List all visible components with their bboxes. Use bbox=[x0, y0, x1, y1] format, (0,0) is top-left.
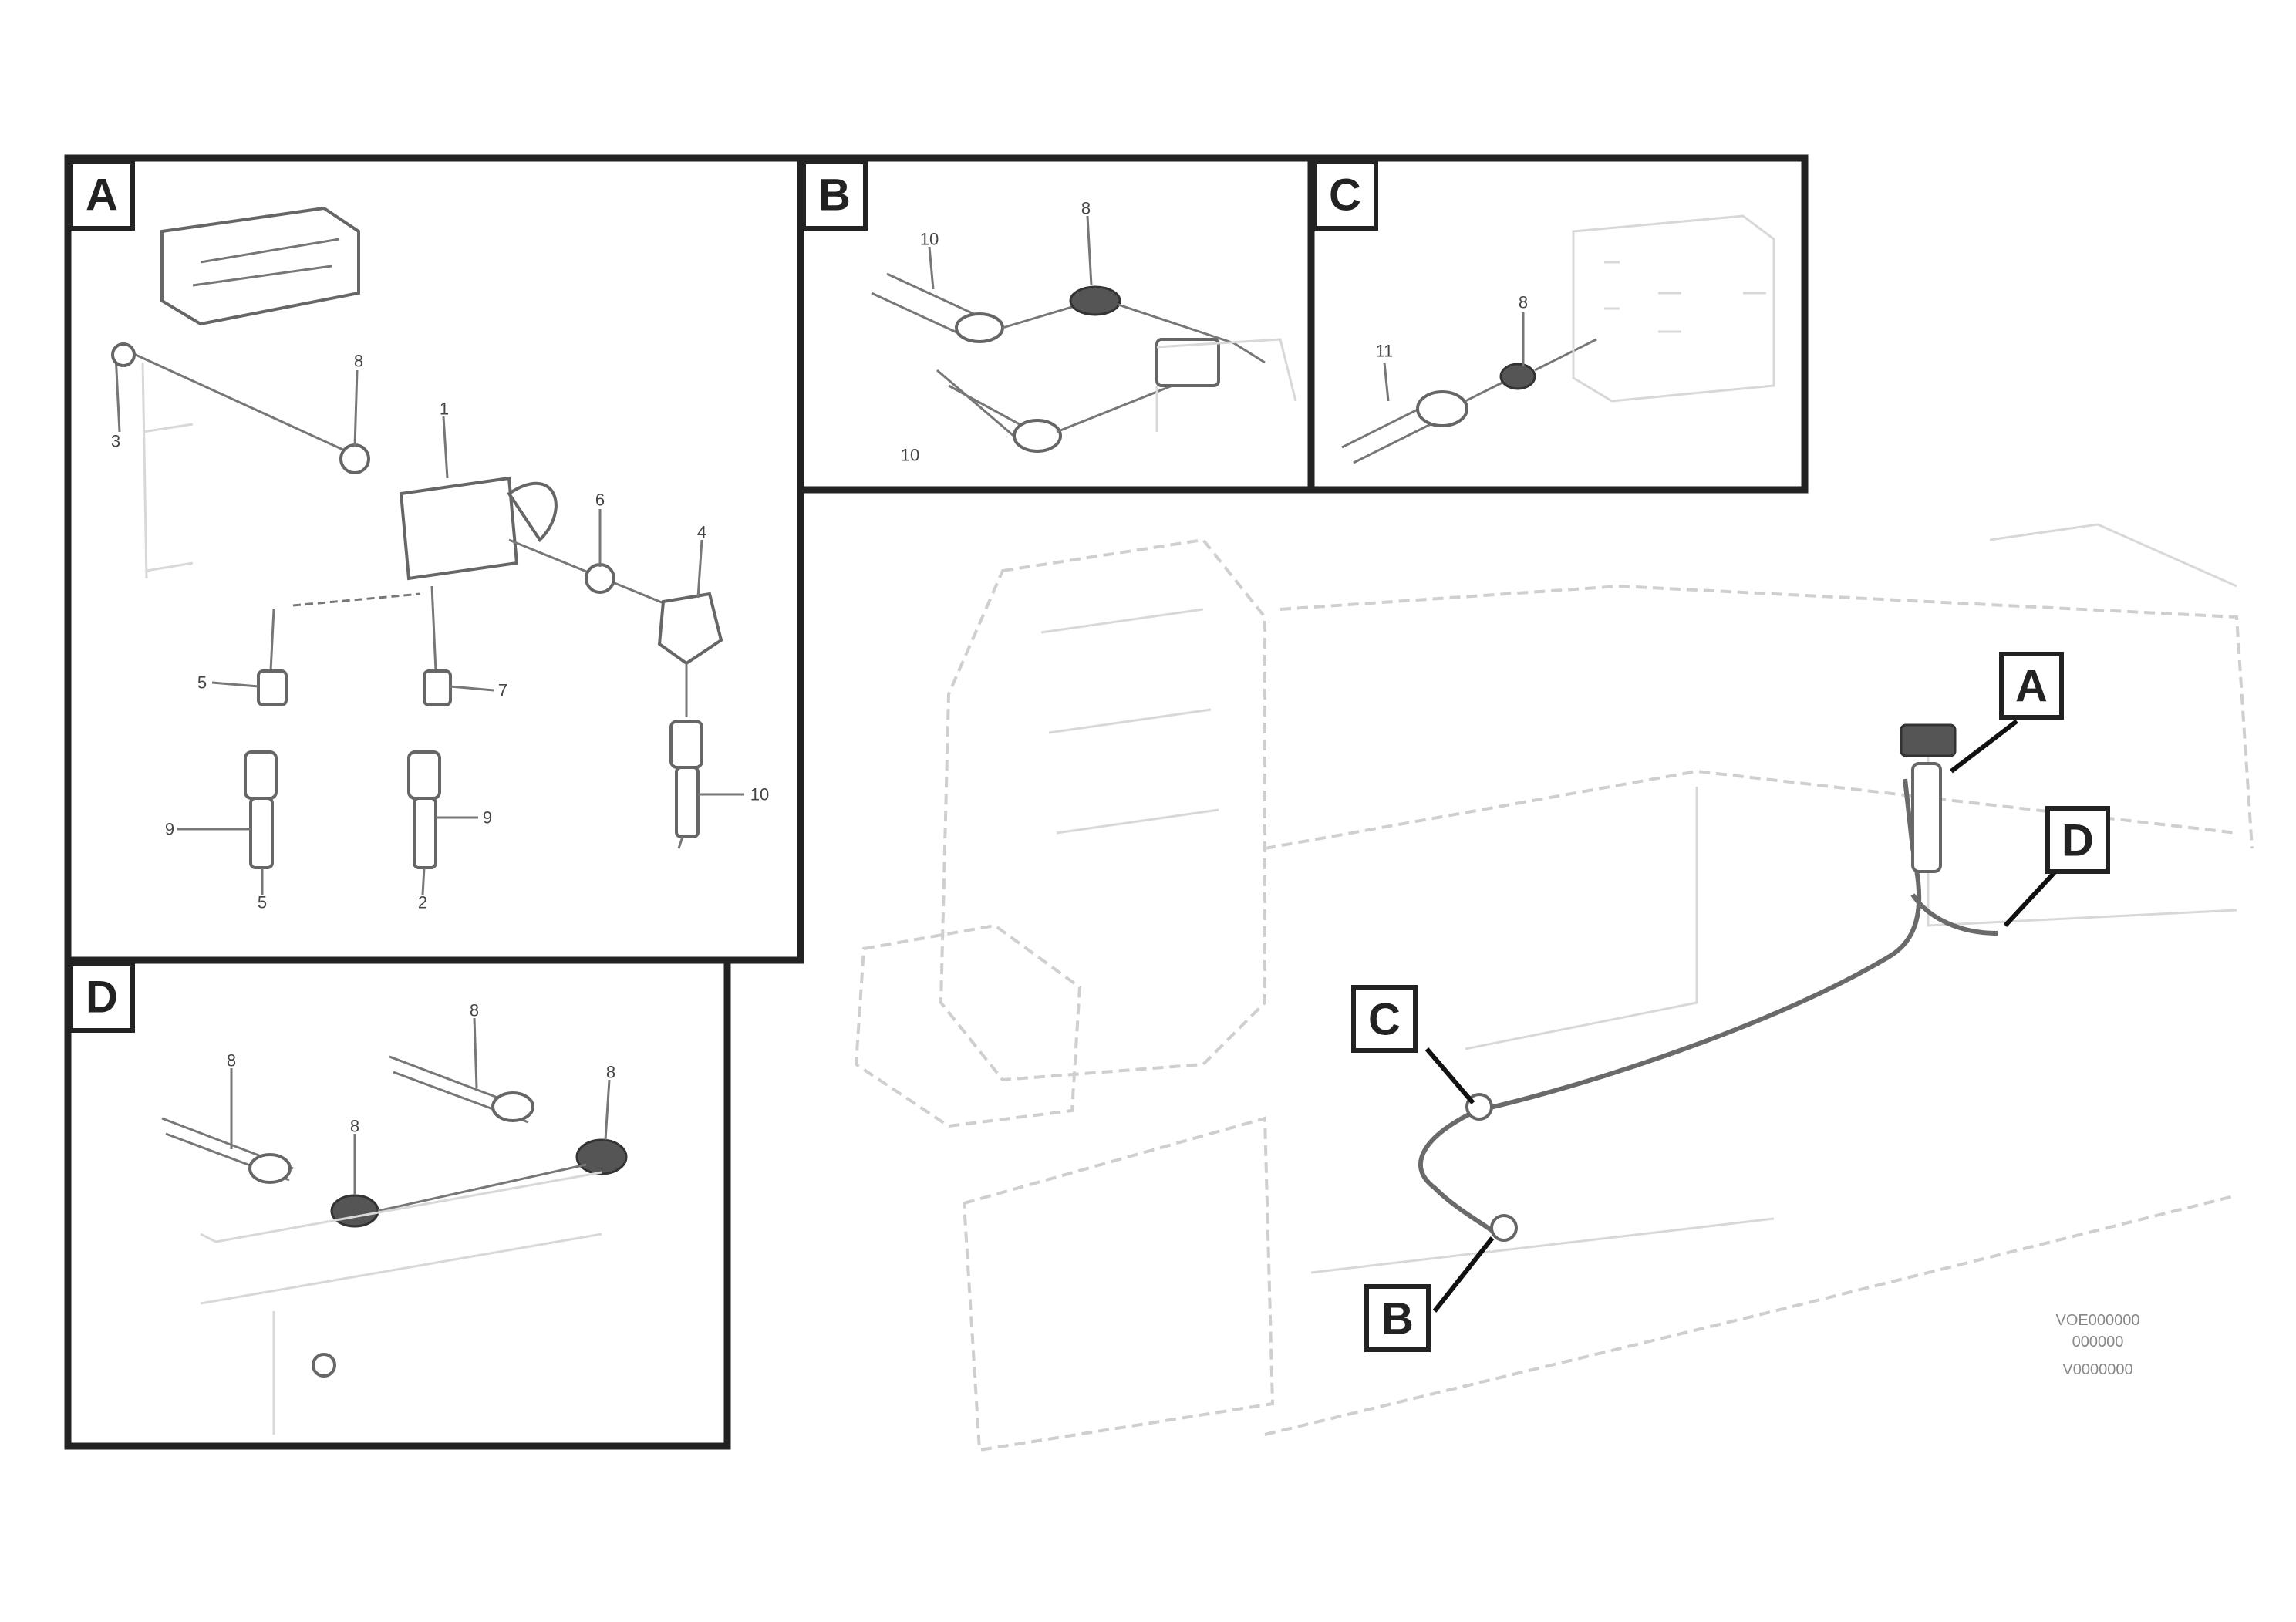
detail-panel-c: C 11 8 bbox=[1307, 154, 1809, 494]
item-number: 3 bbox=[111, 432, 120, 451]
panel-b-tag bbox=[801, 160, 868, 231]
item-number: 5 bbox=[258, 893, 267, 912]
detail-panel-d: D 8 8 8 8 bbox=[64, 956, 731, 1450]
item-number: 2 bbox=[418, 893, 427, 912]
detail-panel-b: B 10 8 10 bbox=[797, 154, 1315, 494]
item-number: 8 bbox=[354, 352, 363, 371]
overview-callout-b bbox=[1364, 1284, 1431, 1352]
overview-callout-c-label: C bbox=[1368, 995, 1401, 1045]
stamp-line-2: 000000 bbox=[2072, 1334, 2124, 1351]
overview-callout-d bbox=[2045, 806, 2110, 874]
item-number: 6 bbox=[595, 491, 605, 510]
overview-callout-c bbox=[1351, 985, 1418, 1053]
item-number: 8 bbox=[1081, 199, 1091, 218]
overview-callout-b-label: B bbox=[1381, 1294, 1414, 1344]
item-number: 8 bbox=[227, 1051, 236, 1071]
panel-b-label: B bbox=[818, 170, 851, 221]
stamp-line-3: V0000000 bbox=[2062, 1361, 2132, 1378]
item-number: 8 bbox=[470, 1001, 479, 1020]
item-number: 8 bbox=[350, 1117, 359, 1136]
item-number: 1 bbox=[440, 400, 449, 419]
reference-stamp: VOE000000 000000 V0000000 bbox=[2056, 1312, 2140, 1378]
item-number: 9 bbox=[483, 808, 492, 828]
panel-c-tag bbox=[1312, 160, 1378, 231]
panel-d-tag bbox=[69, 962, 135, 1033]
overview-callout-a bbox=[1999, 652, 2064, 720]
item-number: 11 bbox=[1376, 342, 1394, 361]
item-number: 7 bbox=[498, 681, 507, 700]
item-number: 10 bbox=[750, 785, 769, 804]
overview-callout-a-label: A bbox=[2015, 662, 2048, 712]
item-number: 8 bbox=[606, 1063, 615, 1082]
detail-panel-a: A bbox=[64, 154, 804, 964]
panel-a-label: A bbox=[86, 170, 118, 221]
panel-a-tag bbox=[69, 160, 135, 231]
overview-machine: A D C B bbox=[854, 523, 2254, 1452]
panel-d-label: D bbox=[86, 973, 118, 1023]
item-number: 5 bbox=[197, 673, 207, 693]
overview-callout-d-label: D bbox=[2062, 816, 2094, 866]
panel-c-label: C bbox=[1329, 170, 1361, 221]
item-number: 10 bbox=[901, 446, 919, 465]
item-number: 8 bbox=[1519, 293, 1528, 312]
item-number: 4 bbox=[697, 523, 706, 542]
item-number: 10 bbox=[920, 230, 939, 249]
item-number: 9 bbox=[165, 820, 174, 839]
stamp-line-1: VOE000000 bbox=[2056, 1312, 2140, 1329]
